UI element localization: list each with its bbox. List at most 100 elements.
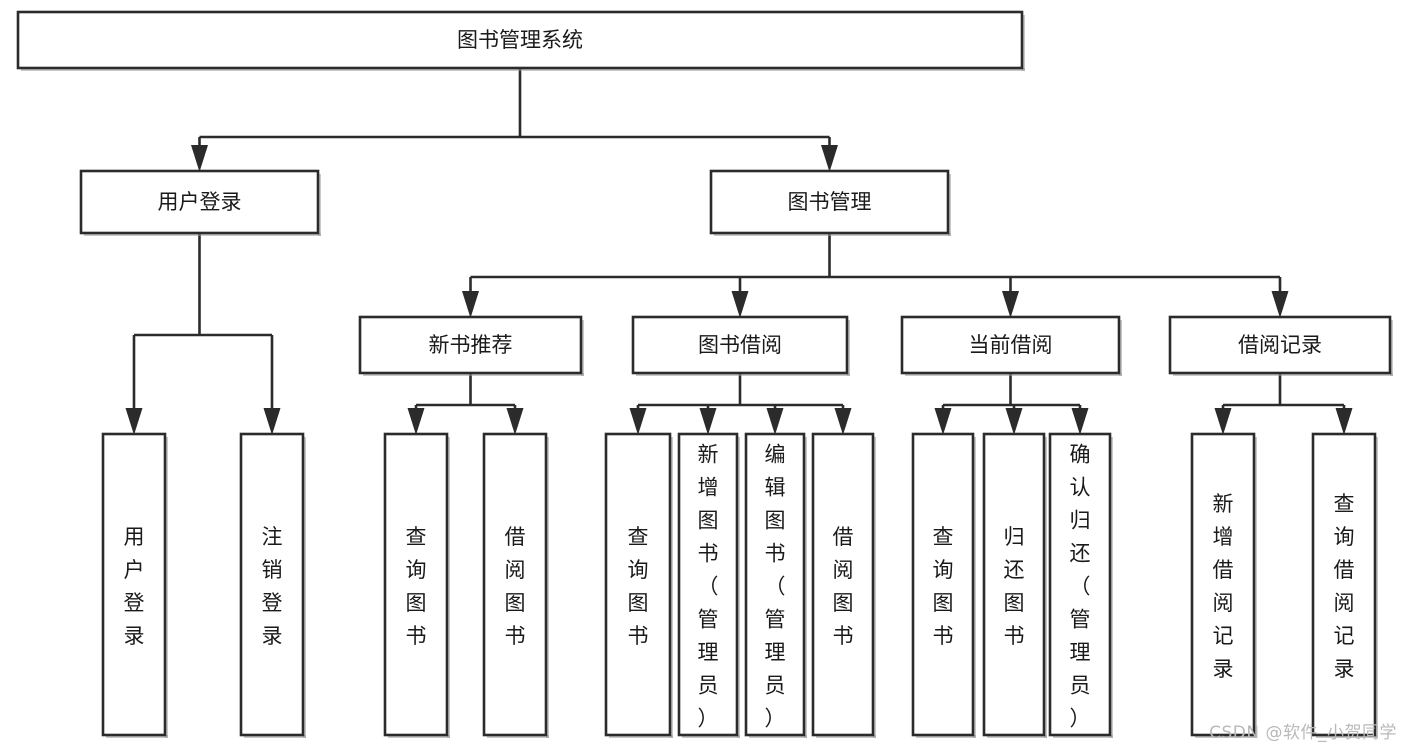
node-leaf-borrow-book[interactable]: 借阅图书 (811, 432, 876, 738)
arrow-head-icon (1271, 291, 1289, 318)
node-box[interactable] (1168, 315, 1392, 375)
node-leaf-borrow-book-recommend[interactable]: 借阅图书 (482, 432, 549, 738)
node-leaf-add-book[interactable]: 新增图书（管理员） (677, 432, 740, 738)
node-shadow (714, 233, 951, 236)
connector-group-current-borrow (934, 373, 1089, 435)
node-label: 确认归还（管理员） (1070, 443, 1091, 731)
node-shadow (84, 233, 321, 236)
node-box[interactable] (1190, 432, 1256, 737)
node-label: 图书管理系统 (457, 28, 583, 52)
node-shadow (749, 735, 807, 738)
node-box[interactable] (16, 10, 1024, 70)
arrow-head-icon (506, 408, 524, 435)
node-shadow (318, 174, 321, 236)
node-label: 借阅图书 (833, 525, 854, 648)
node-shadow (916, 735, 976, 738)
node-box[interactable] (631, 315, 849, 375)
node-box[interactable] (811, 432, 875, 737)
node-leaf-confirm-return[interactable]: 确认归还（管理员） (1048, 432, 1113, 738)
node-leaf-query-book-borrow[interactable]: 查询图书 (604, 432, 673, 738)
node-shadow (1254, 437, 1257, 738)
node-leaf-user-login[interactable]: 用户登录 (101, 432, 168, 738)
node-shadow (388, 735, 450, 738)
arrow-head-icon (263, 408, 281, 435)
node-box[interactable] (677, 432, 739, 737)
node-shadow (1119, 320, 1122, 376)
node-shadow (973, 437, 976, 738)
node-shadow (1316, 735, 1378, 738)
arrow-head-icon (1335, 408, 1353, 435)
node-box[interactable] (1311, 432, 1377, 737)
node-box[interactable] (101, 432, 167, 737)
node-label: 借阅图书 (505, 525, 526, 648)
arrow-head-icon (1002, 291, 1019, 318)
node-label: 用户登录 (124, 525, 145, 648)
node-new-book-recommend[interactable]: 新书推荐 (358, 315, 584, 376)
node-user-login[interactable]: 用户登录 (79, 169, 321, 236)
arrow-head-icon (629, 408, 647, 435)
node-leaf-query-book-current[interactable]: 查询图书 (911, 432, 976, 738)
node-leaf-edit-book[interactable]: 编辑图书（管理员） (744, 432, 807, 738)
node-box[interactable] (383, 432, 449, 737)
node-box[interactable] (744, 432, 806, 737)
node-shadow (303, 437, 306, 738)
arrow-head-icon (407, 408, 425, 435)
node-shadow (609, 735, 673, 738)
node-shadow (1375, 437, 1378, 738)
node-box[interactable] (604, 432, 672, 737)
node-root[interactable]: 图书管理系统 (16, 10, 1025, 71)
node-shadow (165, 437, 168, 738)
node-box[interactable] (982, 432, 1046, 737)
node-label: 借阅记录 (1238, 333, 1322, 357)
arrow-head-icon (731, 291, 749, 318)
node-box[interactable] (358, 315, 583, 375)
node-leaf-return-book[interactable]: 归还图书 (982, 432, 1047, 738)
node-label: 用户登录 (158, 190, 242, 214)
node-label: 图书借阅 (698, 333, 782, 357)
arrow-head-icon (699, 408, 717, 435)
node-box[interactable] (1048, 432, 1112, 737)
node-leaf-logout[interactable]: 注销登录 (239, 432, 306, 738)
node-shadow (905, 373, 1122, 376)
node-box[interactable] (79, 169, 320, 235)
node-shadow (873, 437, 876, 738)
node-shadow (1022, 15, 1025, 71)
node-label: 新书推荐 (429, 333, 513, 357)
node-shadow (363, 373, 584, 376)
arrow-head-icon (766, 408, 784, 435)
node-label: 新增图书（管理员） (698, 443, 719, 731)
node-box[interactable] (239, 432, 305, 737)
node-shadow (447, 437, 450, 738)
connector-layer (125, 68, 1353, 435)
node-box[interactable] (709, 169, 950, 235)
arrow-head-icon (1071, 408, 1089, 435)
node-box[interactable] (911, 432, 975, 737)
node-label: 查询借阅记录 (1334, 492, 1355, 681)
node-shadow (1110, 437, 1113, 738)
node-shadow (987, 735, 1047, 738)
node-label: 查询图书 (406, 525, 427, 648)
node-leaf-query-book-recommend[interactable]: 查询图书 (383, 432, 450, 738)
node-label: 归还图书 (1004, 525, 1025, 648)
arrow-head-icon (462, 291, 479, 318)
node-shadow (636, 373, 850, 376)
node-shadow (487, 735, 549, 738)
arrow-head-icon (821, 145, 838, 172)
connector-group-borrow-record (1214, 373, 1353, 435)
node-book-borrow[interactable]: 图书借阅 (631, 315, 850, 376)
node-shadow (682, 735, 740, 738)
node-leaf-query-borrow-record[interactable]: 查询借阅记录 (1311, 432, 1378, 738)
node-current-borrow[interactable]: 当前借阅 (900, 315, 1122, 376)
node-borrow-record[interactable]: 借阅记录 (1168, 315, 1393, 376)
node-shadow (1390, 320, 1393, 376)
node-box[interactable] (900, 315, 1121, 375)
arrow-head-icon (934, 408, 952, 435)
node-leaf-add-borrow-record[interactable]: 新增借阅记录 (1190, 432, 1257, 738)
node-book-management[interactable]: 图书管理 (709, 169, 951, 236)
connector-group-root (191, 68, 838, 172)
node-box[interactable] (482, 432, 548, 737)
node-shadow (1044, 437, 1047, 738)
node-shadow (737, 437, 740, 738)
node-shadow (546, 437, 549, 738)
